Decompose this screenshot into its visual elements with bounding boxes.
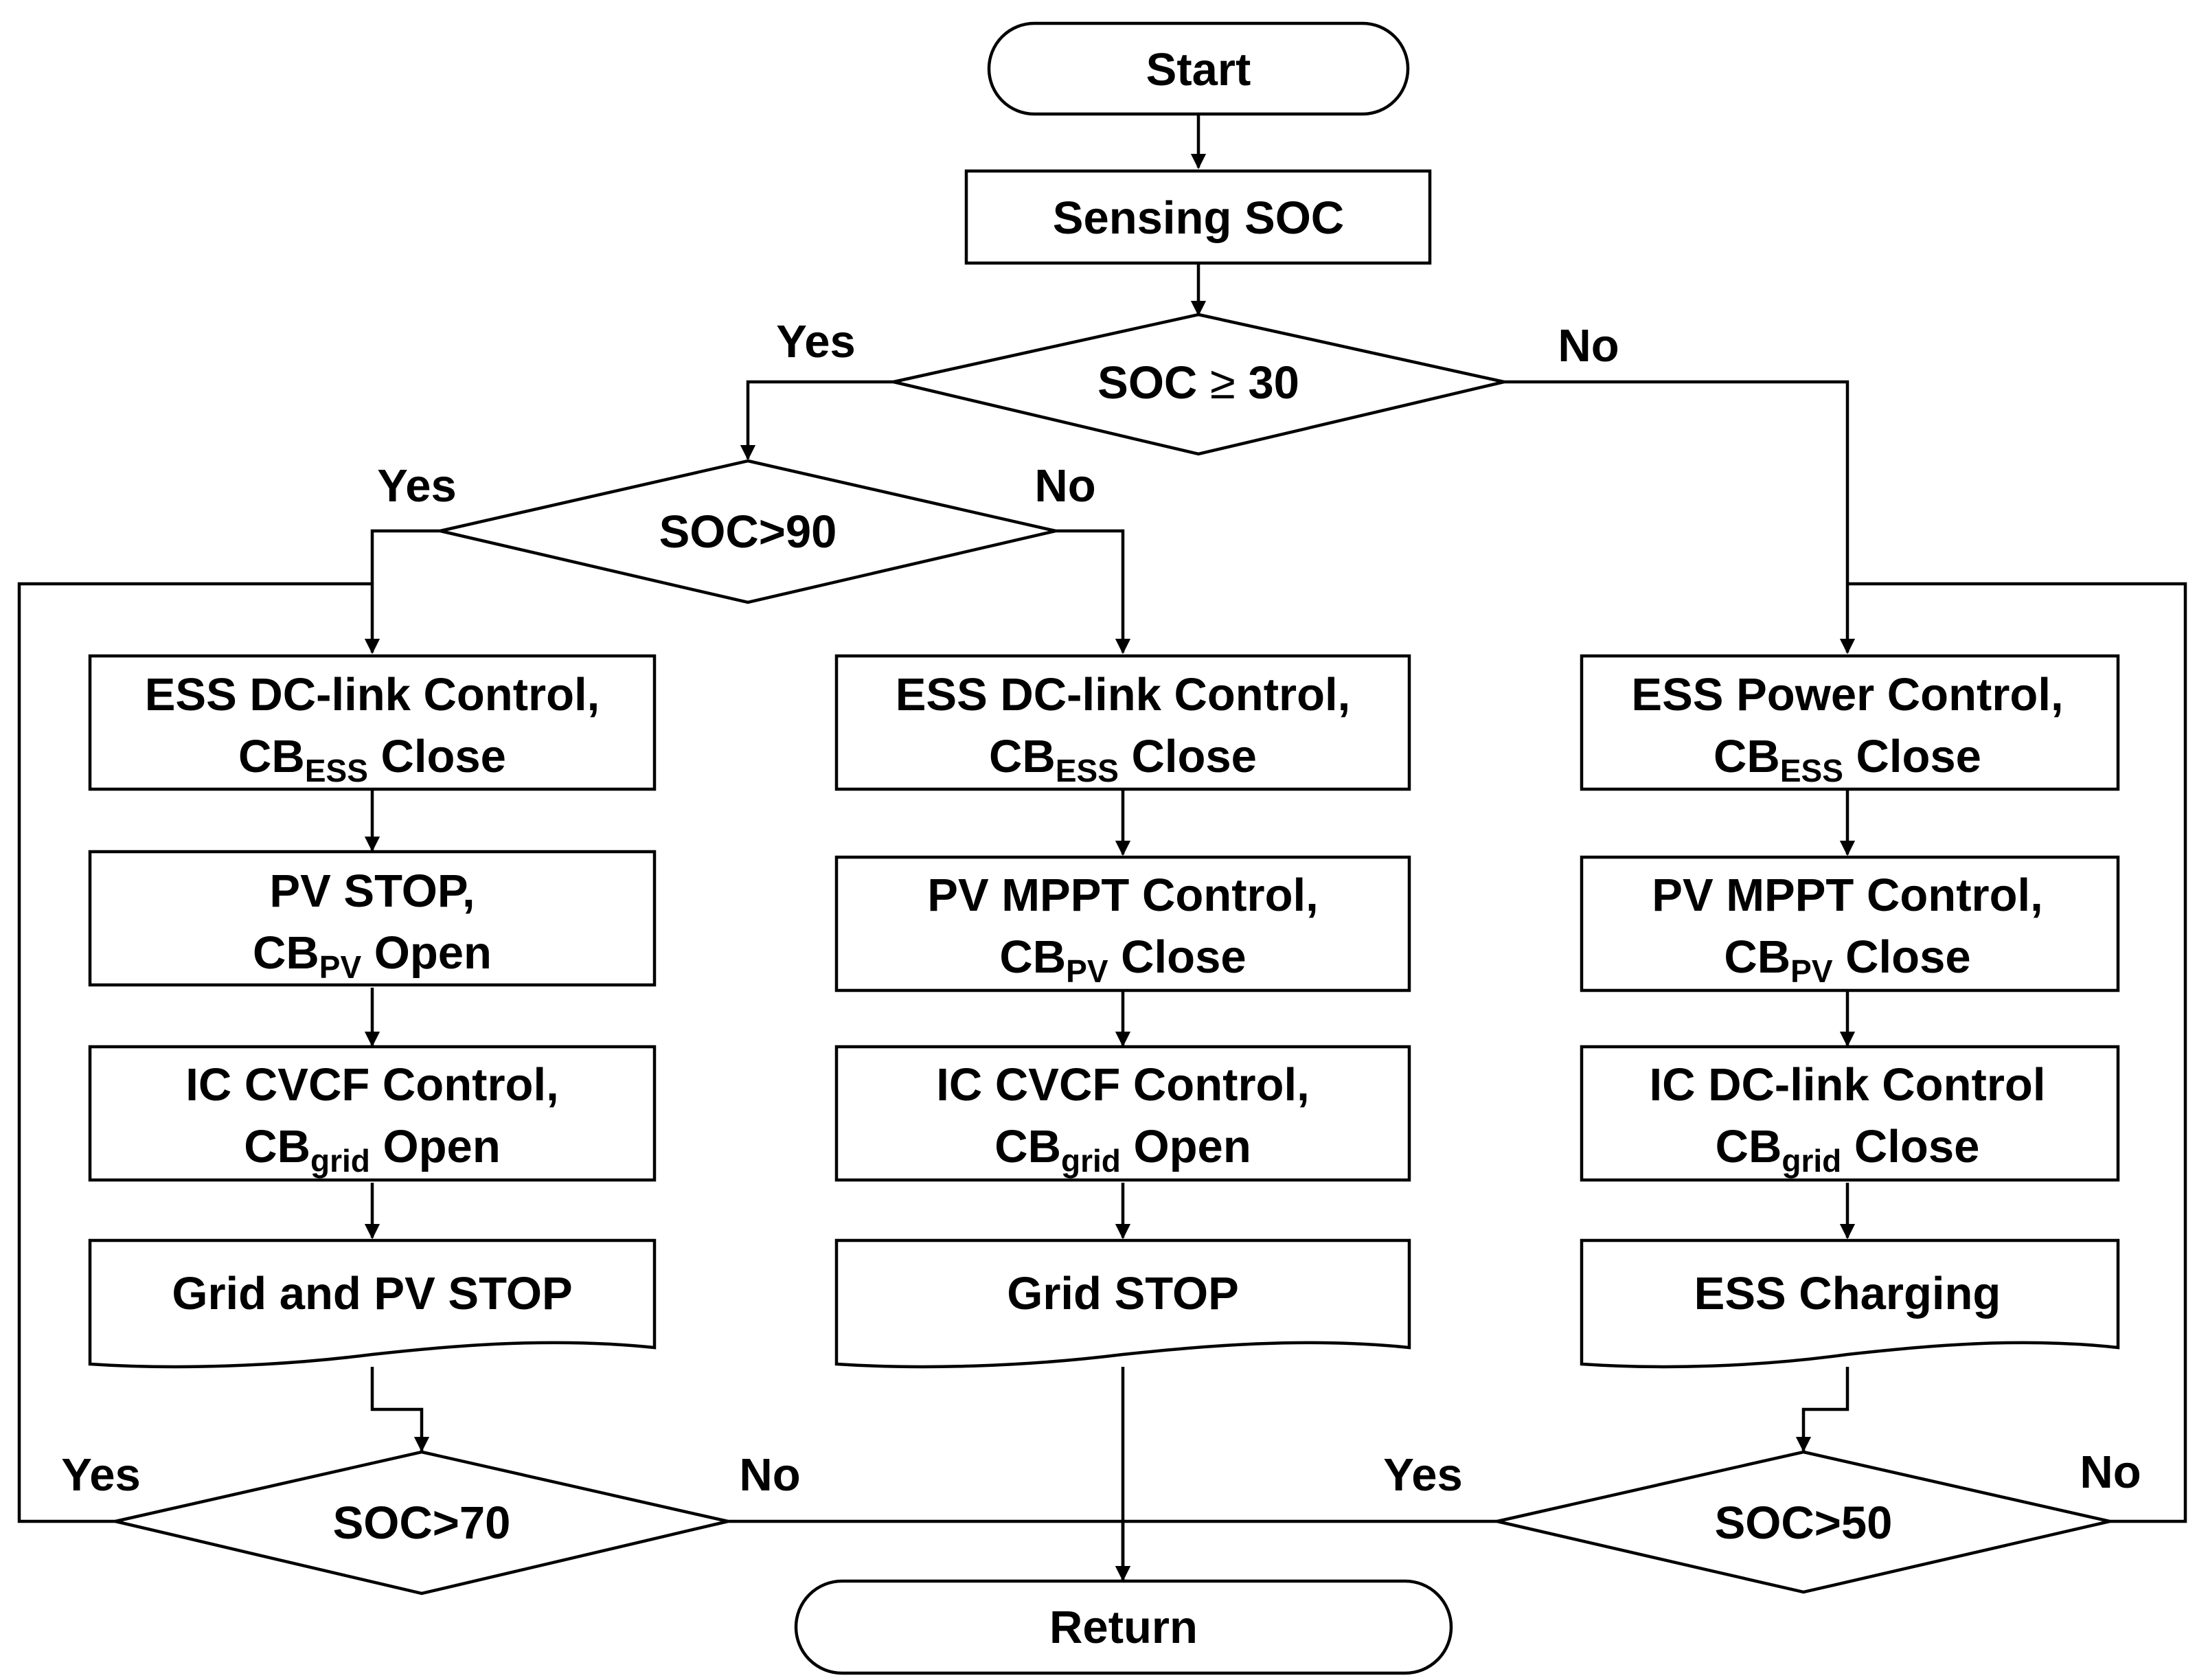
loop-soc70-yes [17, 582, 372, 1523]
decision-soc-30: SOC ≥ 30 [893, 313, 1505, 456]
document-l4: Grid and PV STOP [88, 1238, 657, 1369]
process-r3-line1: IC DC-link Control [1650, 1059, 2046, 1111]
decision-soc-50: SOC>50 [1496, 1450, 2110, 1594]
document-m4: Grid STOP [834, 1238, 1411, 1369]
arrow-soc90-yes [364, 529, 440, 655]
process-m1-line1: ESS DC-link Control, [896, 669, 1351, 720]
soc90-no-label: No [1034, 460, 1095, 512]
decision-soc-50-label: SOC>50 [1715, 1497, 1893, 1549]
start-label: Start [1146, 44, 1251, 95]
soc50-yes-label: Yes [1383, 1449, 1463, 1501]
document-l4-label: Grid and PV STOP [172, 1268, 572, 1319]
process-r3-line2: CBgrid Close [1716, 1121, 1980, 1179]
process-l3-line2: CBgrid Open [244, 1121, 501, 1179]
decision-soc-70-label: SOC>70 [333, 1497, 511, 1549]
process-m3-line1: IC CVCF Control, [936, 1059, 1309, 1111]
process-m2-line1: PV MPPT Control, [927, 870, 1319, 921]
process-m1-line2: CBESS Close [989, 731, 1257, 788]
process-r2: PV MPPT Control, CBPV Close [1580, 855, 2120, 992]
return-terminal: Return [794, 1579, 1453, 1675]
arrow-soc30-no [1504, 380, 1856, 655]
document-r4-label: ESS Charging [1694, 1268, 2001, 1319]
decision-soc-90: SOC>90 [440, 459, 1056, 604]
process-m2-line2: CBPV Close [999, 931, 1246, 989]
decision-soc-30-label: SOC ≥ 30 [1097, 357, 1299, 409]
document-m4-label: Grid STOP [1007, 1268, 1239, 1319]
process-r1-line2: CBESS Close [1714, 731, 1981, 788]
process-r3: IC DC-link Control CBgrid Close [1580, 1045, 2120, 1182]
soc70-no-label: No [739, 1449, 800, 1501]
process-l2: PV STOP, CBPV Open [88, 850, 657, 987]
soc90-yes-label: Yes [377, 460, 457, 512]
soc30-no-label: No [1558, 320, 1619, 372]
soc30-yes-label: Yes [776, 316, 856, 367]
soc70-yes-label: Yes [61, 1449, 141, 1501]
sensing-soc-process: Sensing SOC [964, 169, 1432, 265]
decision-soc-90-label: SOC>90 [659, 506, 837, 558]
decision-soc-70: SOC>70 [115, 1450, 729, 1596]
process-l1: ESS DC-link Control, CBESS Close [88, 654, 657, 791]
process-l1-line1: ESS DC-link Control, [145, 669, 600, 720]
process-l3: IC CVCF Control, CBgrid Open [88, 1045, 657, 1182]
connectors [17, 115, 2187, 1582]
process-l2-line2: CBPV Open [253, 927, 492, 985]
arrow-soc70-no-to-return [728, 1519, 1131, 1582]
return-label: Return [1049, 1602, 1198, 1653]
start-terminal: Start [987, 21, 1410, 116]
process-r2-line1: PV MPPT Control, [1652, 870, 2043, 921]
process-r2-line2: CBPV Close [1724, 931, 1970, 989]
process-m3-line2: CBgrid Open [994, 1121, 1251, 1179]
process-l1-line2: CBESS Close [238, 731, 506, 788]
arrow-r4-to-soc50 [1795, 1367, 1849, 1453]
process-r1-line1: ESS Power Control, [1631, 669, 2063, 720]
arrow-soc90-no [1056, 529, 1131, 655]
soc50-no-label: No [2080, 1446, 2141, 1498]
process-l2-line1: PV STOP, [269, 865, 475, 917]
branch-labels: Yes No Yes No Yes No Yes No [61, 316, 2141, 1501]
arrow-soc30-yes [740, 380, 893, 461]
process-m2: PV MPPT Control, CBPV Close [834, 855, 1411, 992]
process-m3: IC CVCF Control, CBgrid Open [834, 1045, 1411, 1182]
process-l3-line1: IC CVCF Control, [185, 1059, 558, 1111]
sensing-soc-label: Sensing SOC [1053, 192, 1344, 244]
loop-soc50-no [1847, 582, 2187, 1523]
process-r1: ESS Power Control, CBESS Close [1580, 654, 2120, 791]
process-m1: ESS DC-link Control, CBESS Close [834, 654, 1411, 791]
document-r4: ESS Charging [1580, 1238, 2120, 1369]
arrow-l4-to-soc70 [370, 1367, 430, 1453]
